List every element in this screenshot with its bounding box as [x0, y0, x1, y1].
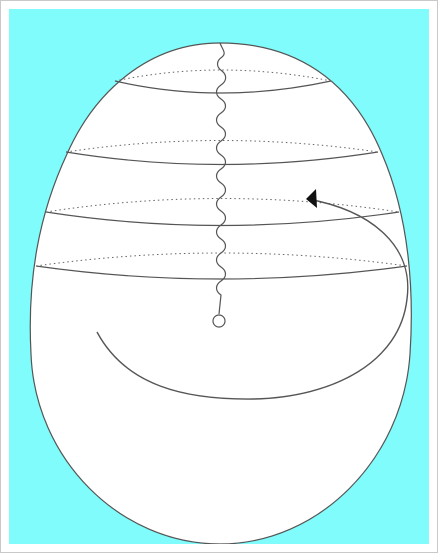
egg-shape	[30, 43, 411, 544]
diagram-panel	[9, 9, 429, 544]
egg-diagram	[9, 9, 429, 544]
circle-node-icon	[213, 315, 225, 327]
